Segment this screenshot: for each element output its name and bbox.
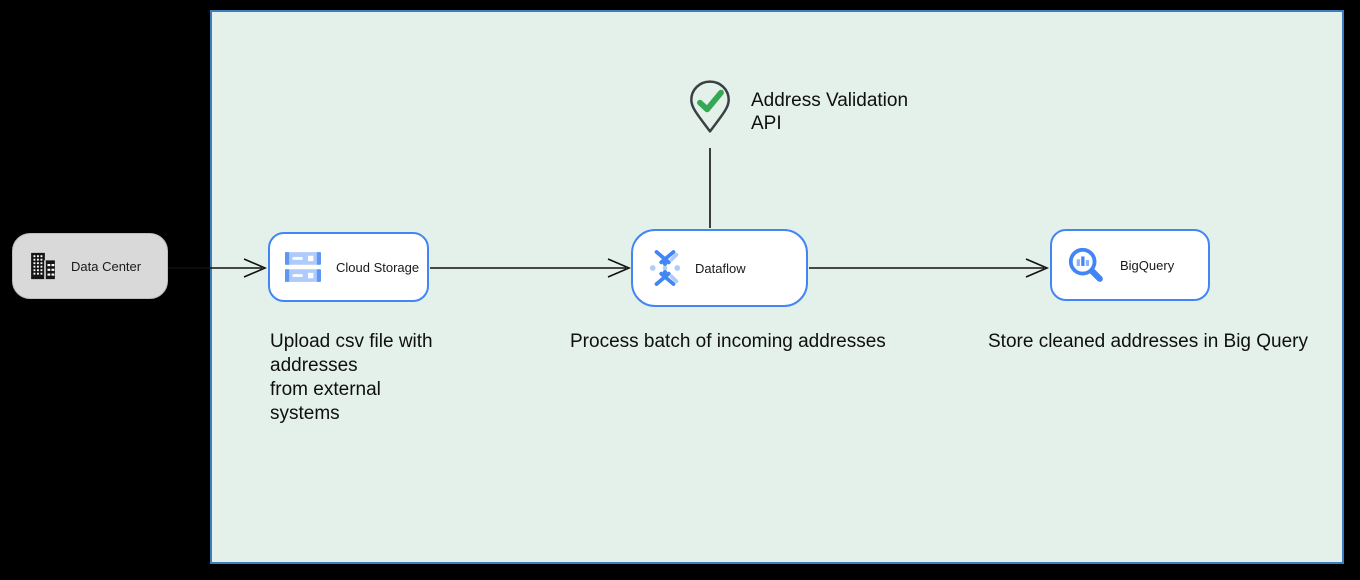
node-label: BigQuery [1120, 257, 1175, 273]
node-data-center: Data Center [12, 233, 168, 299]
map-pin-check-icon [687, 79, 733, 140]
dataflow-icon [648, 248, 682, 288]
node-bigquery: BigQuery [1050, 229, 1210, 301]
node-dataflow: Dataflow [631, 229, 808, 307]
bigquery-search-chart-icon [1067, 246, 1105, 284]
caption-process-batch: Process batch of incoming addresses [570, 331, 886, 352]
node-label: Data Center [71, 258, 142, 274]
building-icon [28, 251, 58, 281]
node-label: Cloud Storage [336, 259, 420, 275]
cloud-storage-icon [285, 252, 321, 282]
node-label: Dataflow [695, 260, 746, 276]
node-cloud-storage: Cloud Storage [268, 232, 429, 302]
caption-upload-csv: Upload csv file with addresses from exte… [270, 331, 433, 424]
address-validation-api-label: Address Validation API [751, 90, 909, 134]
caption-store-cleaned: Store cleaned addresses in Big Query [988, 331, 1309, 352]
